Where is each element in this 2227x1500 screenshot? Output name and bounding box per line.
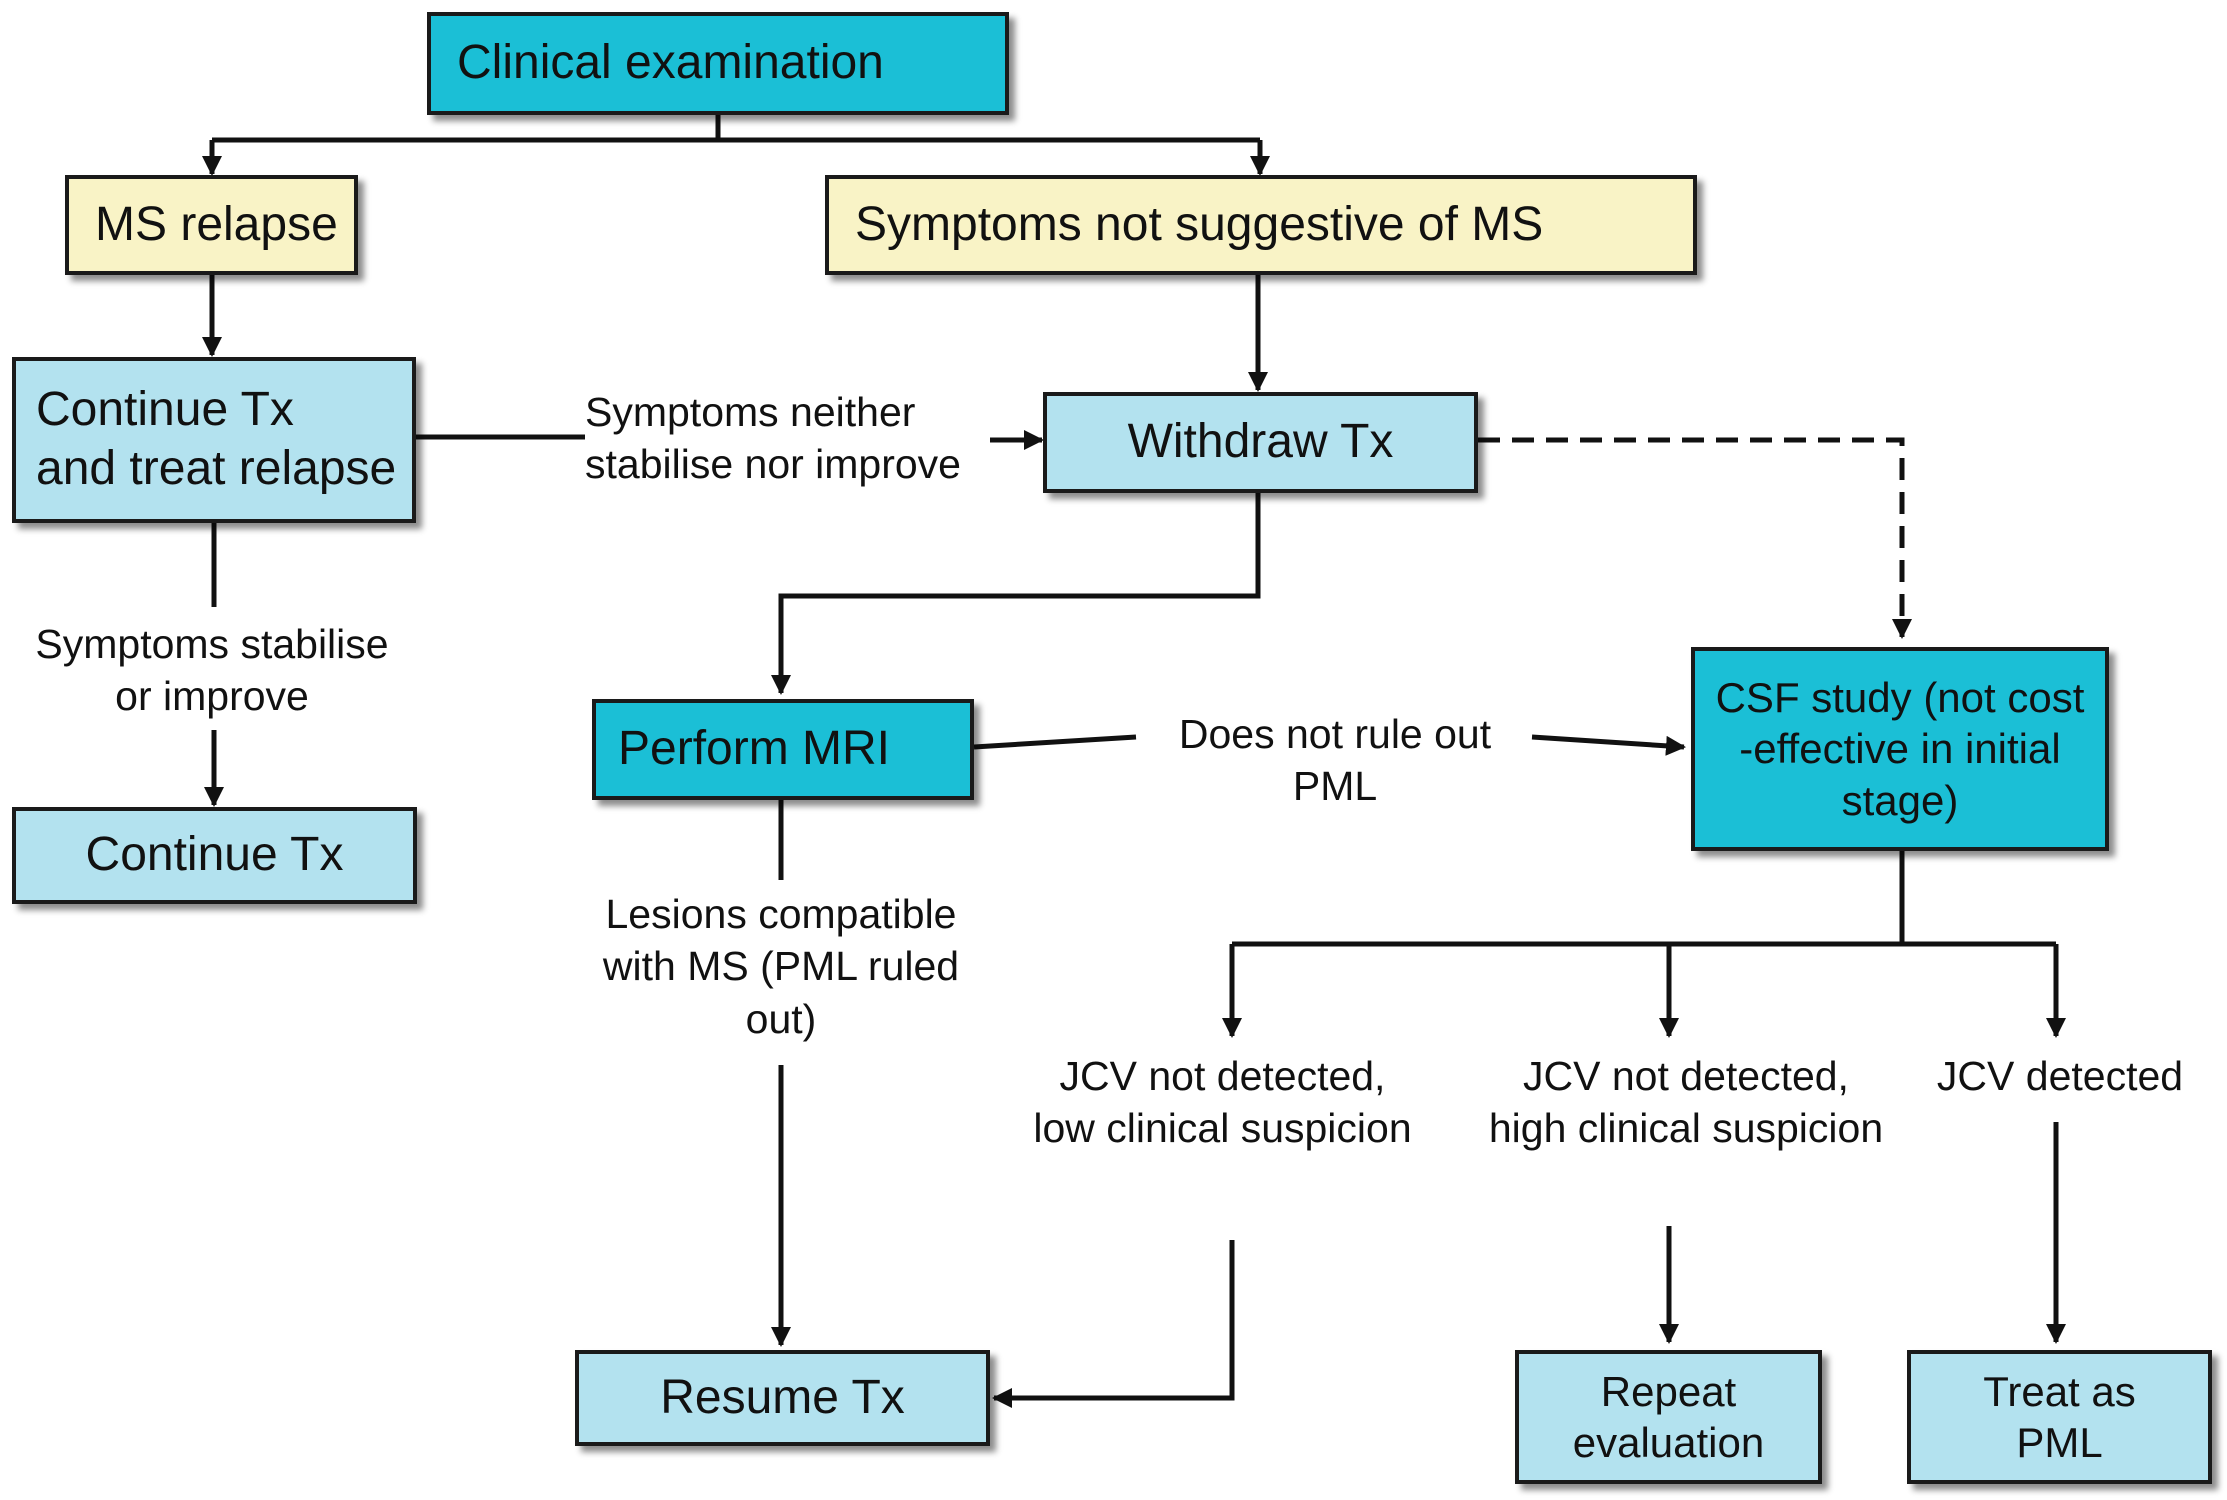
label-line-1: Symptoms neither bbox=[585, 389, 916, 435]
box-treat-as-pml: Treat as PML bbox=[1907, 1350, 2212, 1484]
label-symptoms-stabilise: Symptoms stabilise or improve bbox=[12, 618, 412, 730]
box-label-line-1: Treat as bbox=[1983, 1367, 2136, 1415]
label-line-2: low clinical suspicion bbox=[1033, 1105, 1412, 1152]
connector-withdraw-to-mri bbox=[771, 493, 1261, 695]
label-line-1: JCV not detected, bbox=[1059, 1053, 1386, 1099]
connector-mri-to-label bbox=[973, 734, 1137, 750]
box-label: Withdraw Tx bbox=[1127, 415, 1394, 469]
box-perform-mri: Perform MRI bbox=[592, 699, 974, 800]
box-label-line-2: and treat relapse bbox=[36, 442, 397, 495]
label-line-2: stabilise nor improve bbox=[585, 441, 961, 488]
box-continue-and-treat-relapse: Continue Tx and treat relapse bbox=[12, 357, 416, 523]
box-symptoms-not-suggestive: Symptoms not suggestive of MS bbox=[825, 175, 1697, 275]
dashed-withdraw-to-csf bbox=[1478, 437, 1912, 639]
label-jcv-not-detected-low: JCV not detected, low clinical suspicion bbox=[1030, 1050, 1415, 1230]
label-line-1: JCV not detected, bbox=[1523, 1053, 1849, 1099]
arrow-label-to-csf bbox=[1531, 734, 1686, 756]
box-label-line-2: evaluation bbox=[1572, 1419, 1765, 1466]
box-label: Symptoms not suggestive of MS bbox=[855, 197, 1544, 251]
box-label-line-1: Repeat bbox=[1600, 1367, 1737, 1415]
label-line-2: with MS (PML ruled bbox=[602, 943, 960, 990]
label-symptoms-neither-stabilise: Symptoms neither stabilise nor improve bbox=[585, 386, 990, 498]
box-withdraw-tx: Withdraw Tx bbox=[1043, 392, 1478, 493]
box-label: Resume Tx bbox=[660, 1370, 905, 1424]
box-continue-tx: Continue Tx bbox=[12, 807, 417, 904]
label-line-1: Does not rule out bbox=[1178, 711, 1492, 757]
box-label: Continue Tx bbox=[85, 828, 344, 882]
box-label: MS relapse bbox=[95, 197, 338, 251]
box-label-line-1: CSF study (not cost bbox=[1715, 674, 2085, 722]
label-lesions-compatible-ms: Lesions compatible with MS (PML ruled ou… bbox=[570, 888, 992, 1053]
label-jcv-not-detected-high: JCV not detected, high clinical suspicio… bbox=[1470, 1050, 1902, 1166]
label-does-not-rule-out-pml: Does not rule out PML bbox=[1150, 708, 1520, 820]
box-repeat-evaluation: Repeat evaluation bbox=[1515, 1350, 1822, 1484]
label-line-1: Symptoms stabilise bbox=[35, 621, 389, 667]
label-line-1: Lesions compatible bbox=[605, 891, 957, 937]
box-label: Perform MRI bbox=[618, 722, 891, 776]
box-resume-tx: Resume Tx bbox=[575, 1350, 990, 1446]
box-ms-relapse: MS relapse bbox=[65, 175, 358, 275]
label-line-3: out) bbox=[745, 995, 817, 1042]
label-line-2: PML bbox=[1292, 763, 1378, 810]
box-label-line-3: stage) bbox=[1841, 776, 1959, 824]
label-jcv-detected: JCV detected bbox=[1925, 1050, 2195, 1115]
box-label-line-2: -effective in initial bbox=[1739, 725, 2061, 773]
box-label: Clinical examination bbox=[457, 36, 884, 90]
box-clinical-examination: Clinical examination bbox=[427, 12, 1009, 115]
label-line-2: or improve bbox=[115, 673, 309, 720]
box-label-line-2: PML bbox=[2016, 1419, 2103, 1466]
box-csf-study: CSF study (not cost -effective in initia… bbox=[1691, 647, 2109, 851]
box-label-line-1: Continue Tx bbox=[36, 383, 294, 437]
label-line-1: JCV detected bbox=[1936, 1053, 2184, 1099]
connector-jcv-low-to-resume bbox=[992, 1240, 1235, 1408]
label-line-2: high clinical suspicion bbox=[1488, 1105, 1884, 1152]
